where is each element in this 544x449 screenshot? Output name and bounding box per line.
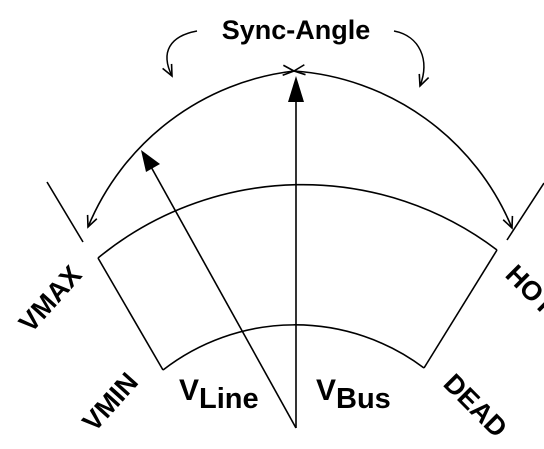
hot-label: HOT — [500, 259, 544, 321]
vmax-tick — [46, 181, 84, 243]
inner-arc — [162, 324, 425, 371]
title-right-curl-arrow — [393, 30, 430, 88]
hot-tick — [506, 182, 544, 241]
v-line-label: VLine — [179, 374, 259, 415]
v-line-vector — [149, 164, 297, 429]
vmax-edge — [97, 257, 164, 371]
sync-angle-left-arc — [86, 64, 306, 229]
vmax-label: VMAX — [13, 260, 87, 338]
sync-angle-right-arc — [282, 64, 514, 230]
v-line-label-main: V — [179, 374, 199, 407]
v-line-label-sub: Line — [199, 383, 259, 415]
vmin-label: VMIN — [77, 367, 144, 437]
v-bus-arrowhead — [288, 76, 304, 102]
v-bus-label: VBus — [316, 374, 391, 415]
title-left-curl-arrow — [162, 30, 198, 78]
v-line-arrowhead — [141, 150, 160, 172]
sync-angle-title: Sync-Angle — [222, 15, 371, 45]
v-bus-label-sub: Bus — [336, 383, 391, 415]
dead-label: DEAD — [438, 368, 513, 443]
outer-arc — [97, 183, 498, 259]
v-bus-label-main: V — [316, 374, 336, 407]
hot-edge — [423, 249, 498, 369]
